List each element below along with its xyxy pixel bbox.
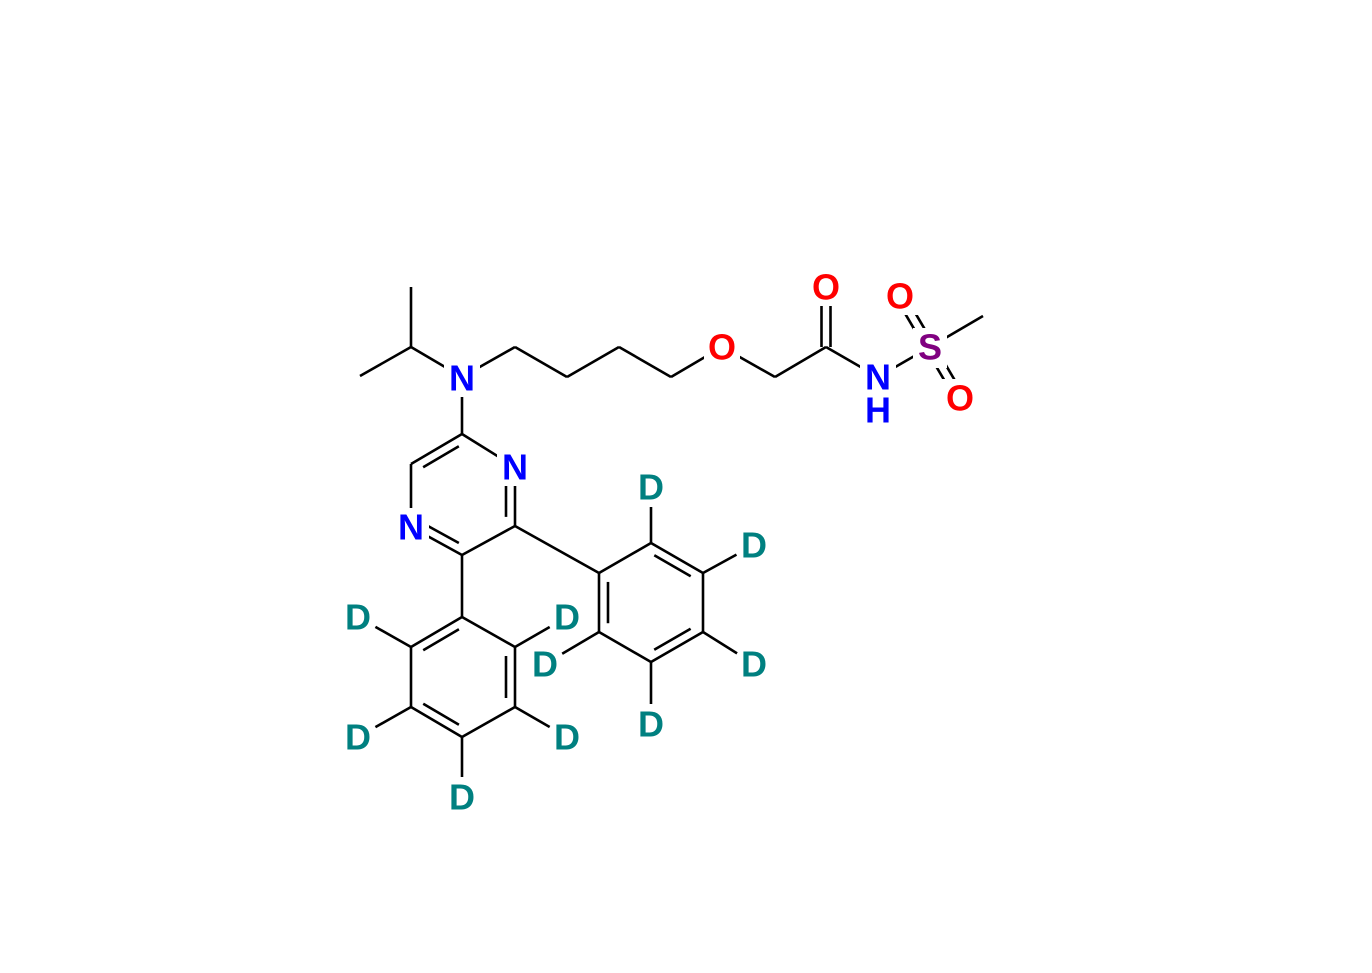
bond [514,625,551,649]
atom-deuterium: D [638,704,664,745]
bond [410,705,463,739]
bond [461,615,516,649]
atom-deuterium: D [741,644,767,685]
atom-deuterium: D [554,717,580,758]
bond [461,705,516,739]
bond [514,524,600,575]
bond [410,432,463,466]
bond [410,615,463,649]
atom-n-pyrazine-2: N [398,507,424,548]
bond [374,625,412,649]
atom-deuterium: D [638,467,664,508]
atom-n-amide: N [865,357,891,398]
atom-o-ether: O [708,327,736,368]
bond [422,702,460,726]
bond [422,628,460,652]
bond [422,445,460,469]
bond [359,345,412,378]
atom-o-sulfonyl-1: O [886,276,914,317]
bond [422,522,460,545]
bond [598,541,652,575]
bond [514,705,551,729]
bond [650,630,704,664]
bond [653,627,692,651]
atom-deuterium: D [532,644,558,685]
atom-n-amine: N [449,358,475,399]
atom-s-sulfonyl: S [918,327,942,368]
bond [514,345,568,379]
atom-deuterium: D [554,597,580,638]
atom-deuterium: D [345,717,371,758]
bond [774,345,827,379]
bond [374,705,412,729]
atom-o-carbonyl: O [812,267,840,308]
bond [650,541,704,575]
atom-n-pyrazine-1: N [502,447,528,488]
bond [561,630,600,655]
atom-labels: N O O N H S O O N N [393,267,978,548]
atom-deuterium: D [741,525,767,566]
bond [702,553,738,575]
bond [653,554,692,578]
atom-deuterium: D [449,777,475,818]
bond [461,524,516,557]
bond [566,345,620,379]
bond [702,630,738,655]
atom-deuterium: D [345,597,371,638]
bond [618,345,672,379]
atom-o-sulfonyl-2: O [946,378,974,419]
atom-h-amide: H [865,390,891,431]
bond [598,630,652,664]
